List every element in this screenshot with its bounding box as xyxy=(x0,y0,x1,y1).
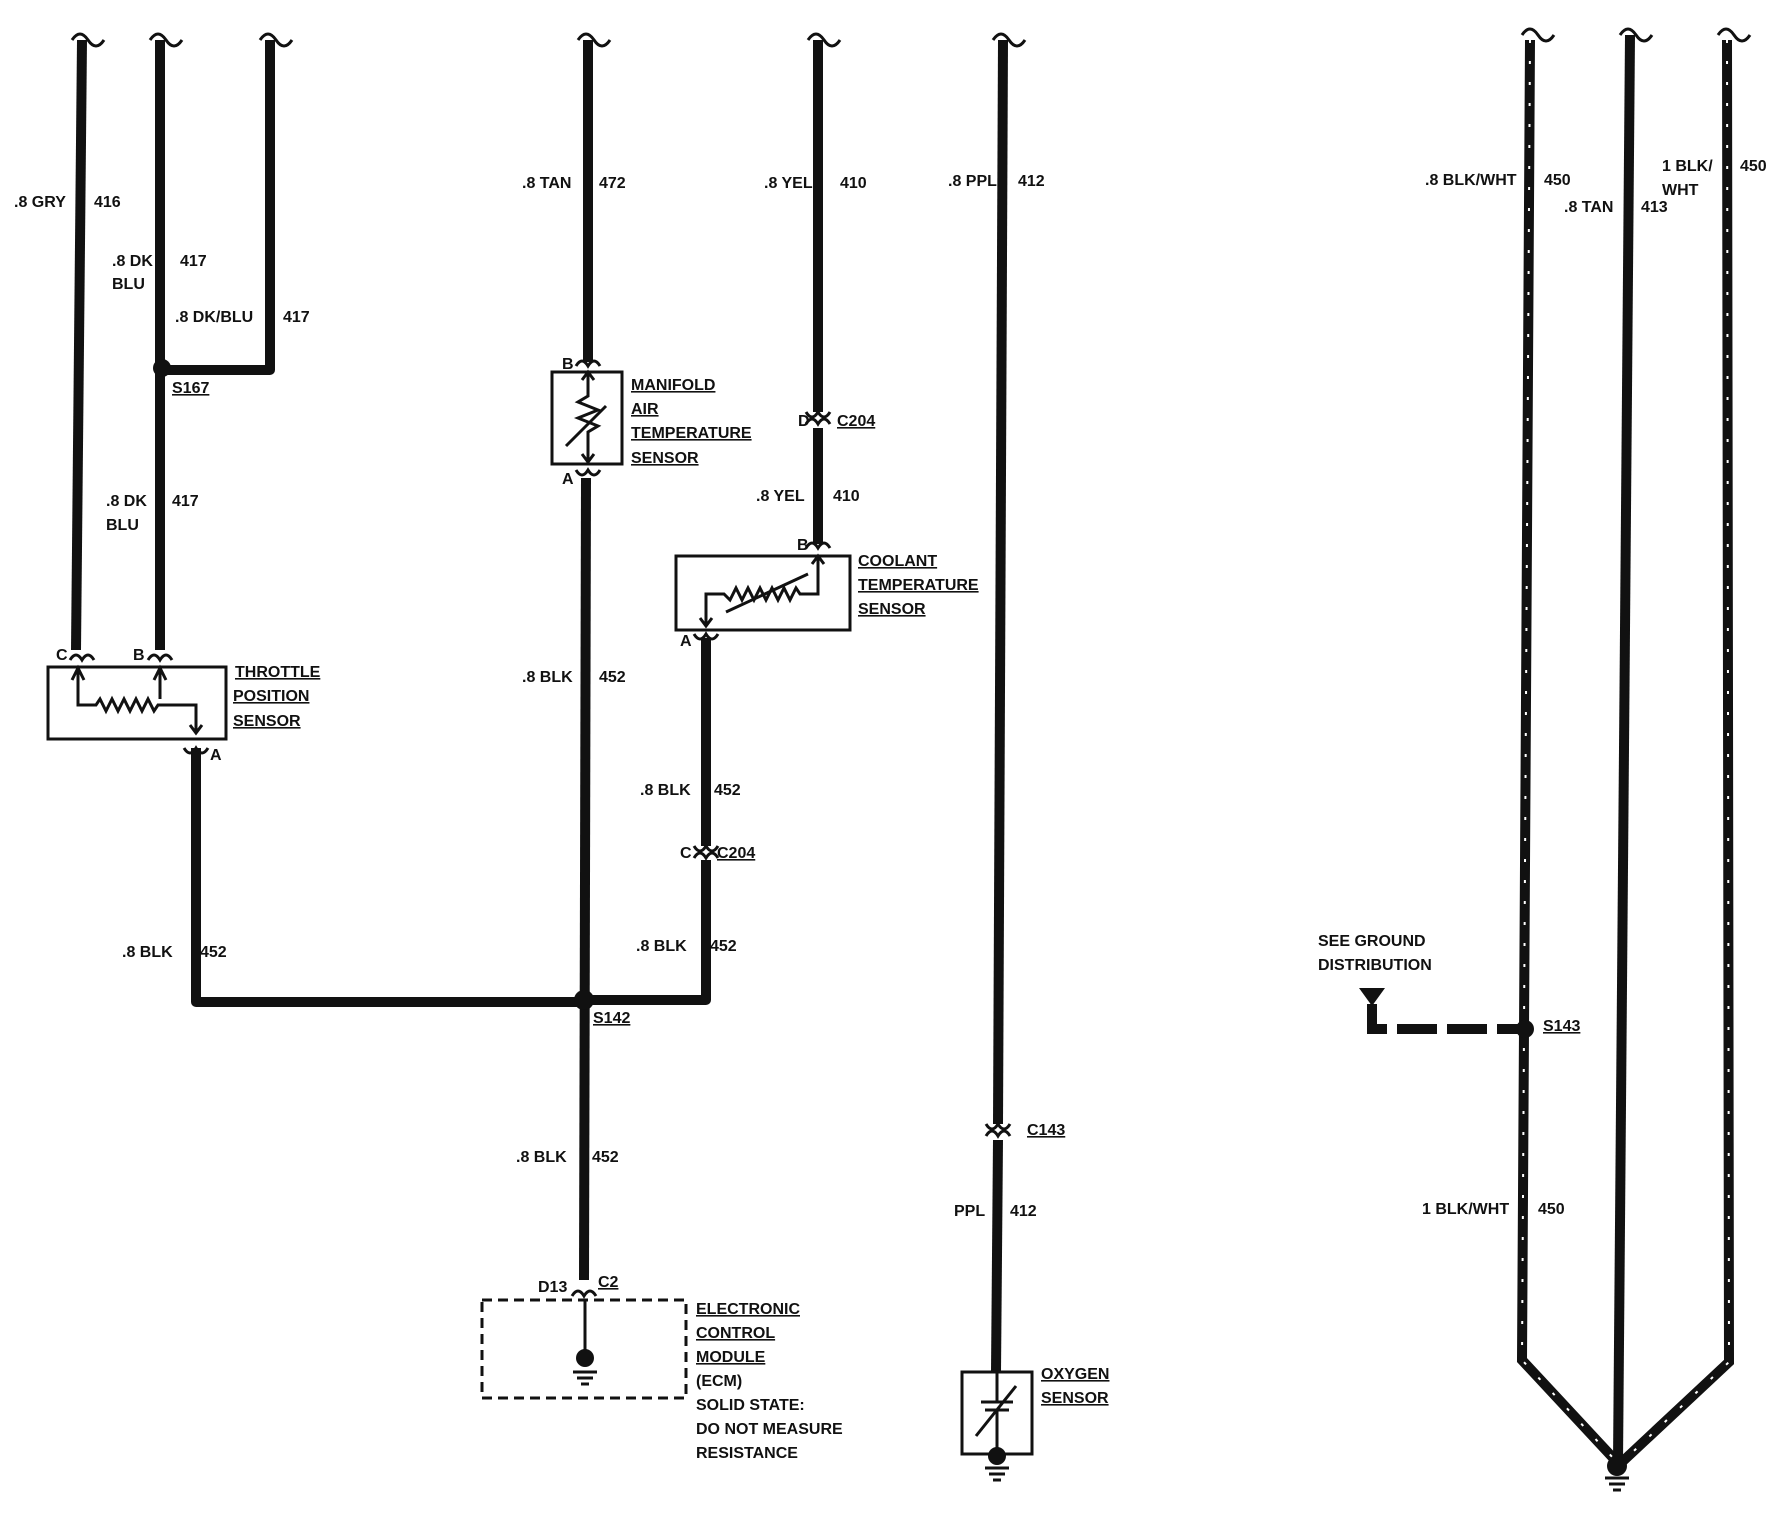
tps-pin-c: C xyxy=(56,647,68,664)
ecm-connector-c2: C2 xyxy=(598,1274,619,1291)
wire-label-gauge-417c-line1: .8 DK xyxy=(106,493,147,510)
tps-resistor-symbol xyxy=(70,664,204,736)
o2-circuit xyxy=(960,39,1034,1482)
wire-label-gauge-410a: .8 YEL xyxy=(764,175,813,192)
wire-label-circuit-472: 472 xyxy=(599,175,626,192)
wire-break-marks xyxy=(70,27,1752,48)
mat-label-line3: TEMPERATURE xyxy=(631,425,752,442)
ecm-label-line1: ELECTRONIC xyxy=(696,1301,800,1318)
wire-label-gauge-412a: .8 PPL xyxy=(948,173,997,190)
mat-pin-a: A xyxy=(562,471,574,488)
wire-label-gauge-417a-line1: .8 DK xyxy=(112,253,153,270)
mat-label-line4: SENSOR xyxy=(631,450,699,467)
wire-label-gauge-450b-line1: 1 BLK/ xyxy=(1662,158,1713,175)
mat-circuit xyxy=(480,40,688,1400)
cts-label-line1: COOLANT xyxy=(858,553,937,570)
splice-s143-label: S143 xyxy=(1543,1018,1580,1035)
c204-pin-c: C xyxy=(680,845,692,862)
ground-ref-line2: DISTRIBUTION xyxy=(1318,957,1432,974)
connector-c204-lower: C204 xyxy=(717,845,755,862)
ecm-note-line4: RESISTANCE xyxy=(696,1445,798,1462)
mat-label-line2: AIR xyxy=(631,401,659,418)
splice-s167-dot xyxy=(153,359,171,377)
wire-label-circuit-417a: 417 xyxy=(180,253,207,270)
ecm-note-line1: (ECM) xyxy=(696,1373,742,1390)
main-ground-symbol xyxy=(1605,1476,1629,1492)
cts-label-line2: TEMPERATURE xyxy=(858,577,979,594)
ecm-note-line3: DO NOT MEASURE xyxy=(696,1421,843,1438)
wire-label-gauge-450b-line2: WHT xyxy=(1662,182,1699,199)
wire-label-circuit-452-cts1: 452 xyxy=(714,782,741,799)
ecm-note-line2: SOLID STATE: xyxy=(696,1397,805,1414)
wire-label-circuit-412a: 412 xyxy=(1018,173,1045,190)
wire-label-gauge-416: .8 GRY xyxy=(14,194,66,211)
wire-label-gauge-410b: .8 YEL xyxy=(756,488,805,505)
wire-label-gauge-417b: .8 DK/BLU xyxy=(175,309,253,326)
o2-ground-symbol xyxy=(985,1466,1009,1482)
splice-s167-label: S167 xyxy=(172,380,209,397)
ecm-pin-d13: D13 xyxy=(538,1279,567,1296)
wire-label-circuit-452-cts2: 452 xyxy=(710,938,737,955)
wire-label-circuit-416: 416 xyxy=(94,194,121,211)
wire-label-gauge-450a: .8 BLK/WHT xyxy=(1425,172,1517,189)
tps-circuit xyxy=(46,39,584,1007)
cts-pin-a: A xyxy=(680,633,692,650)
wire-label-circuit-450a: 450 xyxy=(1544,172,1571,189)
connector-c204-upper: C204 xyxy=(837,413,875,430)
cts-circuit xyxy=(584,40,852,1005)
wire-label-circuit-412b: 412 xyxy=(1010,1203,1037,1220)
wire-label-gauge-413: .8 TAN xyxy=(1564,199,1613,216)
ground-ref-line1: SEE GROUND xyxy=(1318,933,1426,950)
wire-label-circuit-450c: 450 xyxy=(1538,1201,1565,1218)
wire-label-gauge-417a-line2: BLU xyxy=(112,276,145,293)
wire-label-circuit-410b: 410 xyxy=(833,488,860,505)
cts-label-line3: SENSOR xyxy=(858,601,926,618)
ground-circuit xyxy=(1359,34,1735,1492)
mat-pin-b: B xyxy=(562,356,574,373)
mat-label-line1: MANIFOLD xyxy=(631,377,715,394)
wire-label-circuit-452-mat: 452 xyxy=(599,669,626,686)
wire-label-circuit-413: 413 xyxy=(1641,199,1668,216)
wire-label-gauge-452-mat: .8 BLK xyxy=(522,669,573,686)
wire-label-circuit-417c: 417 xyxy=(172,493,199,510)
wire-label-gauge-452-ecm: .8 BLK xyxy=(516,1149,567,1166)
splice-s142-label: S142 xyxy=(593,1010,630,1027)
o2-label-line2: SENSOR xyxy=(1041,1390,1109,1407)
wire-label-gauge-452-cts1: .8 BLK xyxy=(640,782,691,799)
tps-pin-a: A xyxy=(210,747,222,764)
tps-label-line3: SENSOR xyxy=(233,713,301,730)
cts-pin-b: B xyxy=(797,537,809,554)
tps-label-line1: THROTTLE xyxy=(235,664,321,681)
wire-label-circuit-452-ecm: 452 xyxy=(592,1149,619,1166)
ecm-ground-symbol xyxy=(573,1370,597,1386)
wire-label-gauge-417c-line2: BLU xyxy=(106,517,139,534)
wire-label-gauge-412b: PPL xyxy=(954,1203,985,1220)
wire-label-gauge-450c: 1 BLK/WHT xyxy=(1422,1201,1509,1218)
wire-label-circuit-417b: 417 xyxy=(283,309,310,326)
ground-ref-arrow xyxy=(1359,988,1385,1006)
wire-label-circuit-450b: 450 xyxy=(1740,158,1767,175)
wire-label-gauge-452-tps: .8 BLK xyxy=(122,944,173,961)
connector-c143: C143 xyxy=(1027,1122,1065,1139)
wire-label-gauge-472: .8 TAN xyxy=(522,175,571,192)
wire-label-circuit-410a: 410 xyxy=(840,175,867,192)
wire-label-gauge-452-cts2: .8 BLK xyxy=(636,938,687,955)
tps-pin-b: B xyxy=(133,647,145,664)
c204-pin-d: D xyxy=(798,413,810,430)
o2-label-line1: OXYGEN xyxy=(1041,1366,1109,1383)
tps-label-line2: POSITION xyxy=(233,688,309,705)
ecm-label-line3: MODULE xyxy=(696,1349,766,1366)
wire-label-circuit-452-tps: 452 xyxy=(200,944,227,961)
ecm-label-line2: CONTROL xyxy=(696,1325,775,1342)
